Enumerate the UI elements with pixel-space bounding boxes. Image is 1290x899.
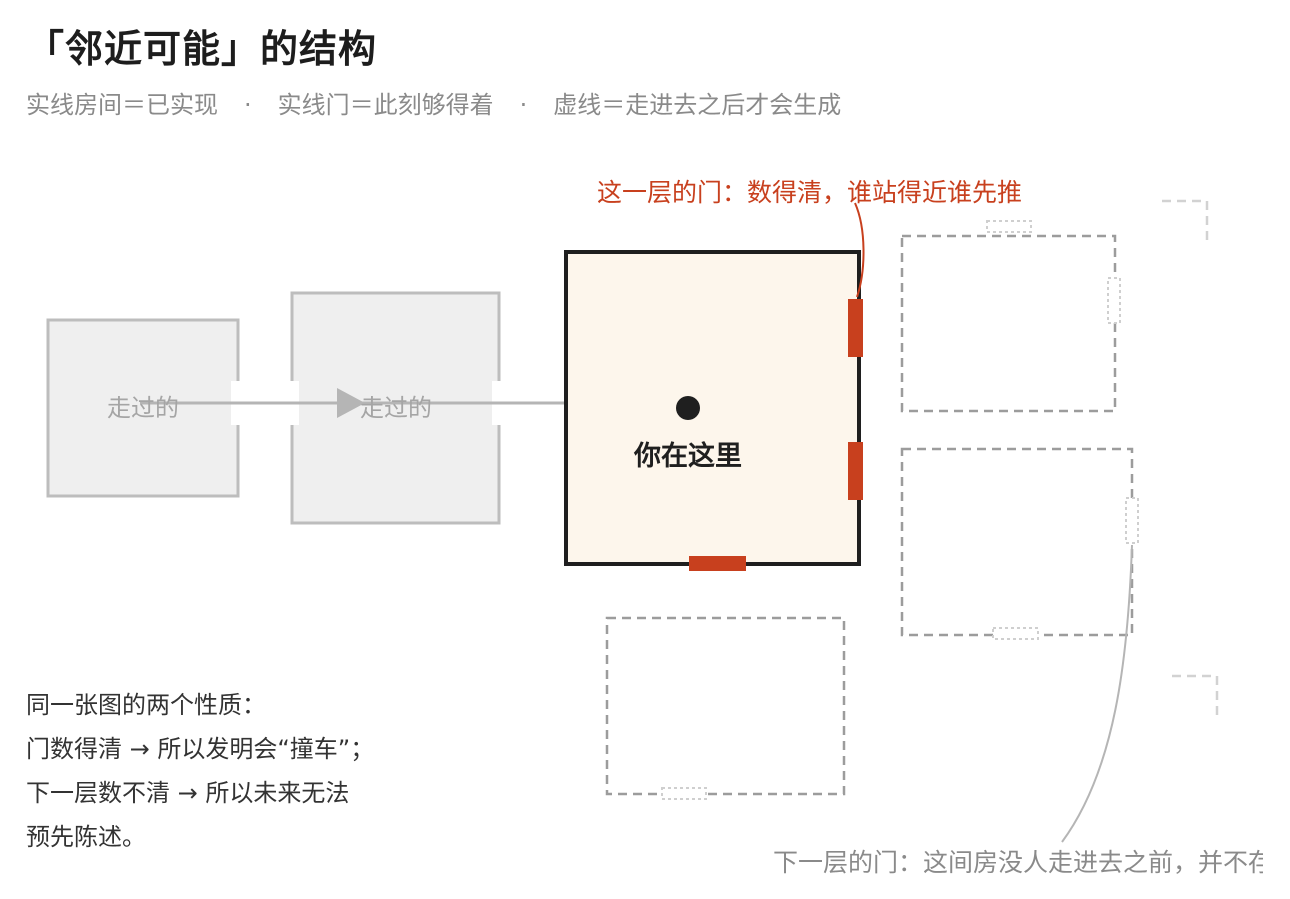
current-position-dot-icon (676, 396, 700, 420)
note-line: 预先陈述。 (26, 823, 146, 851)
possible-room-lower-right (900, 447, 1134, 637)
current-room (564, 250, 861, 566)
path-arrowhead-icon (337, 388, 365, 418)
faint-door (1125, 497, 1139, 544)
callout-connector-top (854, 202, 865, 298)
legend-separator: · (244, 91, 252, 119)
note-line: 下一层数不清 → 所以未来无法 (26, 779, 350, 807)
visited-room-1 (46, 318, 240, 498)
callout-connector-bottom (1061, 544, 1133, 843)
faint-door (992, 627, 1039, 640)
legend-dashed: 虚线＝走进去之后才会生成 (553, 91, 842, 119)
note-line: 同一张图的两个性质： (26, 691, 266, 719)
legend-solid-door: 实线门＝此刻够得着 (277, 91, 494, 119)
legend: 实线房间＝已实现 · 实线门＝此刻够得着 · 虚线＝走进去之后才会生成 (26, 85, 841, 120)
door-right-upper (848, 299, 863, 357)
possible-room-upper-right (900, 234, 1117, 413)
current-doors-annotation: 这一层的门：数得清，谁站得近谁先推 (597, 178, 1023, 207)
distant-room-corner (1172, 674, 1219, 716)
properties-note: 同一张图的两个性质： 门数得清 → 所以发明会“撞车”； 下一层数不清 → 所以… (26, 683, 374, 859)
faint-door (1107, 277, 1121, 324)
door-bottom (689, 556, 746, 571)
faint-door (661, 787, 707, 800)
door-right-lower (848, 442, 863, 500)
faint-door (986, 220, 1032, 233)
distant-room-corner (1162, 199, 1209, 240)
note-line: 门数得清 → 所以发明会“撞车”； (26, 735, 375, 763)
next-layer-annotation: 下一层的门：这间房没人走进去之前，并不存在 (773, 848, 1263, 877)
diagram-title: 「邻近可能」的结构 (26, 27, 378, 71)
legend-solid-room: 实线房间＝已实现 (26, 91, 218, 119)
current-room-label: 你在这里 (633, 440, 742, 472)
visited-room-2-label: 走过的 (360, 394, 432, 422)
legend-separator: · (519, 91, 528, 119)
possible-room-below (605, 616, 846, 796)
visited-room-1-label: 走过的 (107, 394, 179, 422)
